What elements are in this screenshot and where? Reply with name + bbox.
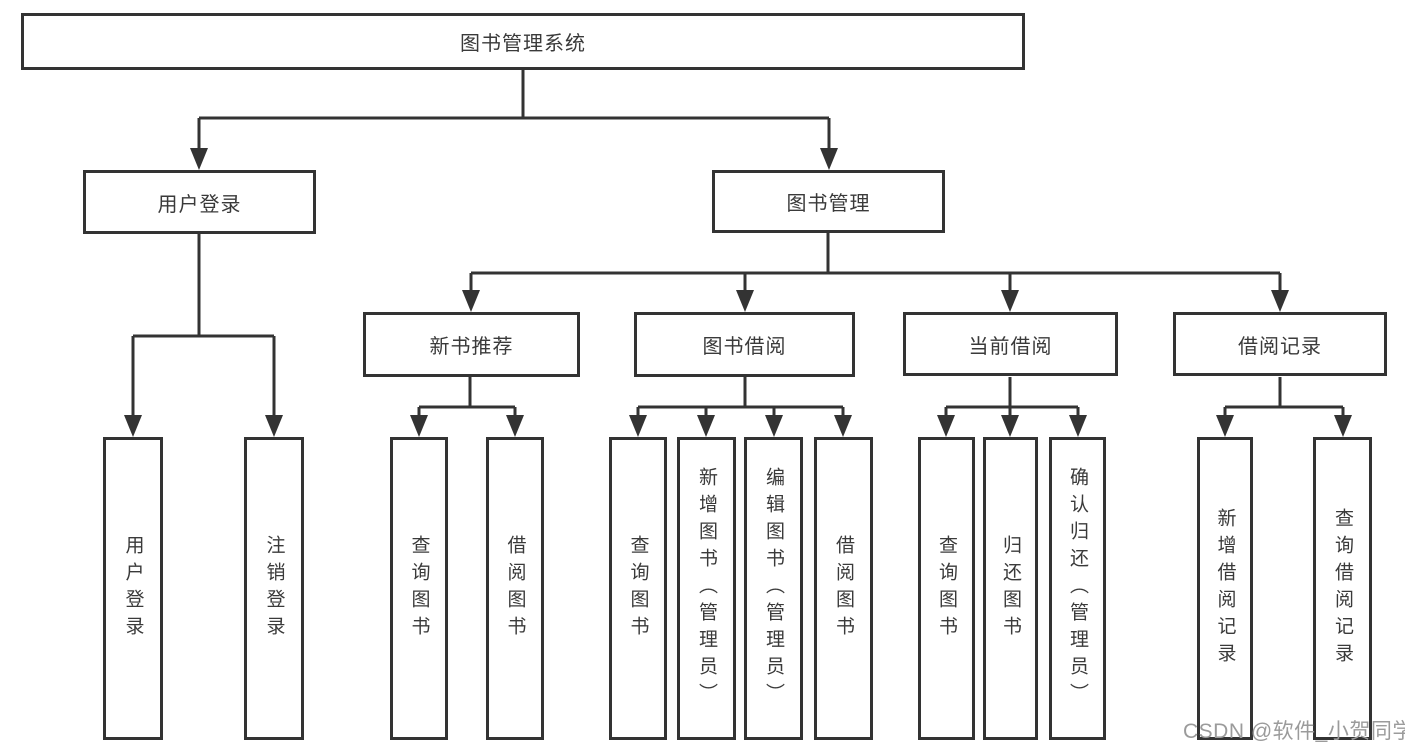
arrowhead-icon	[506, 415, 524, 437]
node-user-login: 用户登录	[83, 170, 316, 234]
leaf-bb-add-book: 新增图书（管理员）	[677, 437, 736, 740]
leaf-user-login-label: 用户登录	[122, 534, 144, 643]
leaf-nb-borrow-book-label: 借阅图书	[504, 534, 526, 643]
leaf-br-query-record-label: 查询借阅记录	[1332, 507, 1353, 670]
arrowhead-icon	[124, 415, 142, 437]
node-book-mgmt-label: 图书管理	[786, 193, 871, 215]
node-book-borrow: 图书借阅	[634, 312, 855, 377]
arrowhead-icon	[1001, 415, 1019, 437]
leaf-logout-label: 注销登录	[263, 534, 285, 643]
node-borrow-record: 借阅记录	[1173, 312, 1387, 376]
leaf-bb-query-book: 查询图书	[609, 437, 667, 740]
leaf-bb-borrow-book-label: 借阅图书	[833, 534, 854, 643]
leaf-bb-add-book-label: 新增图书（管理员）	[696, 467, 717, 710]
leaf-cb-return-book: 归还图书	[983, 437, 1038, 740]
arrowhead-icon	[765, 415, 783, 437]
arrowhead-icon	[1334, 415, 1352, 437]
arrowhead-icon	[410, 415, 428, 437]
arrowhead-icon	[820, 148, 838, 170]
arrowhead-icon	[834, 415, 852, 437]
leaf-logout: 注销登录	[244, 437, 304, 740]
leaf-cb-return-book-label: 归还图书	[1000, 534, 1021, 643]
arrowhead-icon	[462, 290, 480, 312]
node-root-label: 图书管理系统	[460, 33, 586, 55]
node-user-login-label: 用户登录	[157, 193, 242, 216]
leaf-cb-confirm-return-label: 确认归还（管理员）	[1067, 467, 1088, 710]
node-new-book: 新书推荐	[363, 312, 580, 377]
node-book-borrow-label: 图书借阅	[702, 336, 787, 358]
leaf-nb-borrow-book: 借阅图书	[486, 437, 544, 740]
node-new-book-label: 新书推荐	[429, 336, 514, 358]
leaf-bb-edit-book-label: 编辑图书（管理员）	[763, 467, 784, 710]
arrowhead-icon	[937, 415, 955, 437]
node-root: 图书管理系统	[21, 13, 1025, 70]
arrowhead-icon	[190, 148, 208, 170]
arrowhead-icon	[1216, 415, 1234, 437]
arrowhead-icon	[736, 290, 754, 312]
leaf-cb-confirm-return: 确认归还（管理员）	[1049, 437, 1106, 740]
node-current-borrow: 当前借阅	[903, 312, 1118, 376]
node-book-mgmt: 图书管理	[712, 170, 945, 233]
leaf-nb-query-book: 查询图书	[390, 437, 448, 740]
leaf-cb-query-book: 查询图书	[918, 437, 975, 740]
arrowhead-icon	[1069, 415, 1087, 437]
arrowhead-icon	[1271, 290, 1289, 312]
leaf-cb-query-book-label: 查询图书	[936, 534, 957, 643]
csdn-watermark: CSDN @软件_小贺同学	[1183, 720, 1405, 743]
leaf-br-add-record: 新增借阅记录	[1197, 437, 1253, 740]
leaf-bb-edit-book: 编辑图书（管理员）	[744, 437, 803, 740]
leaf-br-query-record: 查询借阅记录	[1313, 437, 1372, 740]
leaf-user-login: 用户登录	[103, 437, 163, 740]
leaf-bb-query-book-label: 查询图书	[627, 534, 649, 643]
leaf-br-add-record-label: 新增借阅记录	[1214, 507, 1236, 670]
node-borrow-record-label: 借阅记录	[1238, 335, 1322, 358]
leaf-nb-query-book-label: 查询图书	[408, 534, 430, 643]
leaf-bb-borrow-book: 借阅图书	[814, 437, 873, 740]
arrowhead-icon	[629, 415, 647, 437]
arrowhead-icon	[265, 415, 283, 437]
arrowheads	[124, 148, 1352, 437]
arrowhead-icon	[1001, 290, 1019, 312]
node-current-borrow-label: 当前借阅	[968, 335, 1053, 358]
arrowhead-icon	[697, 415, 715, 437]
